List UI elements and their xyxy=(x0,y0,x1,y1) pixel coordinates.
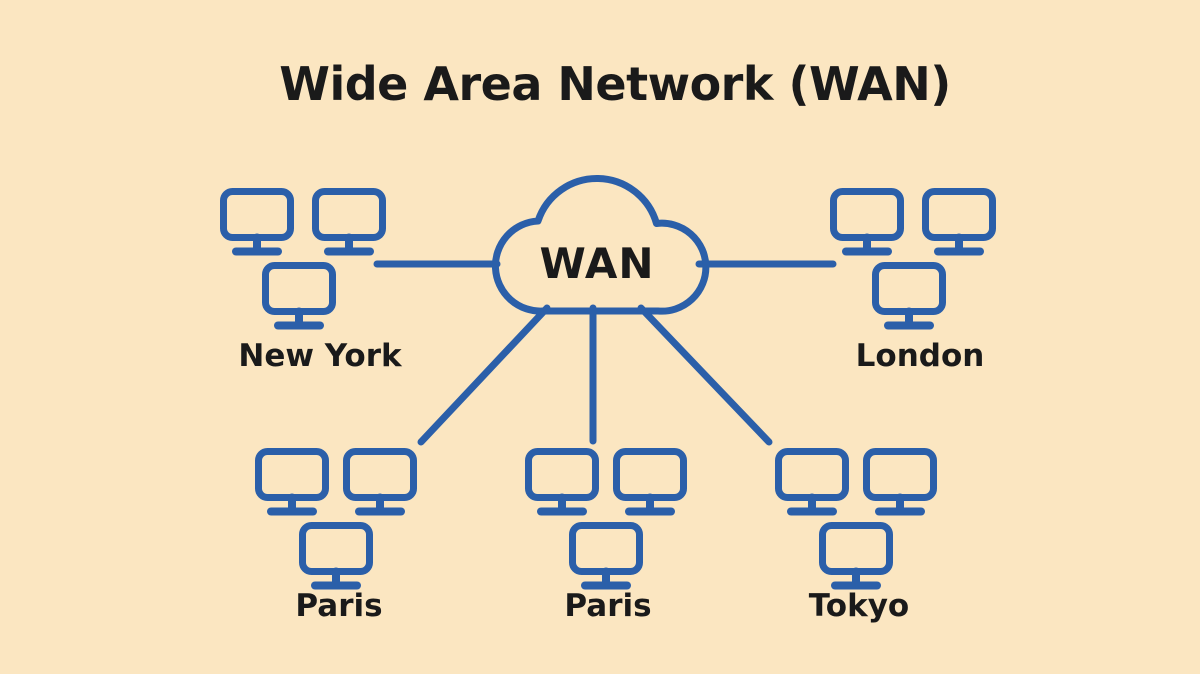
page-title: Wide Area Network (WAN) xyxy=(279,57,951,111)
connector-wan-tokyo xyxy=(637,304,773,446)
connector-wan-paris-1 xyxy=(417,304,551,446)
cloud-icon xyxy=(492,174,710,315)
monitor-icon xyxy=(224,192,291,252)
monitor-icon xyxy=(834,192,901,252)
site-tokyo: Tokyo xyxy=(779,452,934,624)
monitor-icon xyxy=(266,266,333,326)
monitor-icon xyxy=(867,452,934,512)
wan-cloud-node: WAN xyxy=(492,174,710,315)
monitor-icon xyxy=(259,452,326,512)
site-label-paris-1: Paris xyxy=(295,588,382,624)
monitor-icon xyxy=(347,452,414,512)
site-london: London xyxy=(834,192,993,374)
wan-cloud-label: WAN xyxy=(539,239,654,288)
site-label-london: London xyxy=(856,338,985,374)
monitor-icon xyxy=(876,266,943,326)
site-new-york: New York xyxy=(224,192,403,374)
monitor-icon xyxy=(316,192,383,252)
monitor-icon xyxy=(926,192,993,252)
monitor-icon xyxy=(779,452,846,512)
site-label-tokyo: Tokyo xyxy=(809,588,909,624)
monitor-icon xyxy=(573,526,640,586)
site-paris-2: Paris xyxy=(529,452,684,624)
site-label-new-york: New York xyxy=(238,338,403,374)
monitor-icon xyxy=(617,452,684,512)
site-paris-1: Paris xyxy=(259,452,414,624)
monitor-icon xyxy=(823,526,890,586)
monitor-icon xyxy=(303,526,370,586)
site-label-paris-2: Paris xyxy=(564,588,651,624)
monitor-icon xyxy=(529,452,596,512)
